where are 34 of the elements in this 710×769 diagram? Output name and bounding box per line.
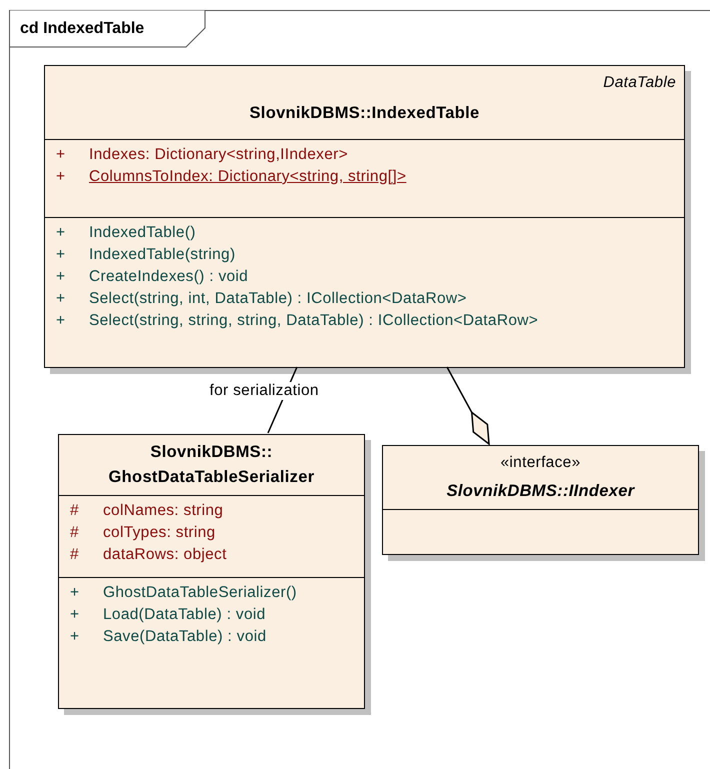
diagram-frame	[9, 10, 710, 769]
operation-text: IndexedTable()	[89, 224, 196, 242]
visibility-mark: +	[56, 168, 66, 186]
visibility-mark: #	[70, 502, 79, 520]
attribute-text: colTypes: string	[103, 524, 216, 542]
operation-text: GhostDataTableSerializer()	[103, 584, 297, 602]
class-name: SlovnikDBMS:: GhostDataTableSerializer	[108, 442, 316, 488]
attribute-text: colNames: string	[103, 502, 224, 520]
attribute-text: ColumnsToIndex: Dictionary<string, string[]>	[89, 168, 406, 186]
visibility-mark: #	[70, 546, 79, 564]
visibility-mark: +	[56, 290, 66, 308]
visibility-mark: +	[56, 246, 66, 264]
operation-text: Save(DataTable) : void	[103, 628, 266, 646]
visibility-mark: +	[56, 146, 66, 164]
visibility-mark: +	[56, 312, 66, 330]
class-name: SlovnikDBMS::IIndexer	[446, 481, 636, 502]
class-name: SlovnikDBMS::IndexedTable	[248, 103, 480, 124]
stereotype: «interface»	[500, 454, 582, 472]
operation-text: Load(DataTable) : void	[103, 606, 266, 624]
parent-class-tag: DataTable	[603, 74, 676, 92]
operation-text: CreateIndexes() : void	[89, 268, 248, 286]
visibility-mark: +	[56, 224, 66, 242]
operation-text: Select(string, int, DataTable) : ICollection<DataRow>	[89, 290, 467, 308]
visibility-mark: +	[70, 606, 80, 624]
visibility-mark: +	[56, 268, 66, 286]
operation-text: Select(string, string, string, DataTable) : ICollection<DataRow>	[89, 312, 538, 330]
visibility-mark: +	[70, 584, 80, 602]
attribute-text: dataRows: object	[103, 546, 227, 564]
visibility-mark: +	[70, 628, 80, 646]
aggregation-connector	[446, 366, 490, 445]
visibility-mark: #	[70, 524, 79, 542]
attribute-text: Indexes: Dictionary<string,IIndexer>	[89, 146, 348, 164]
frame-title: cd IndexedTable	[20, 20, 144, 38]
operation-text: IndexedTable(string)	[89, 246, 236, 264]
